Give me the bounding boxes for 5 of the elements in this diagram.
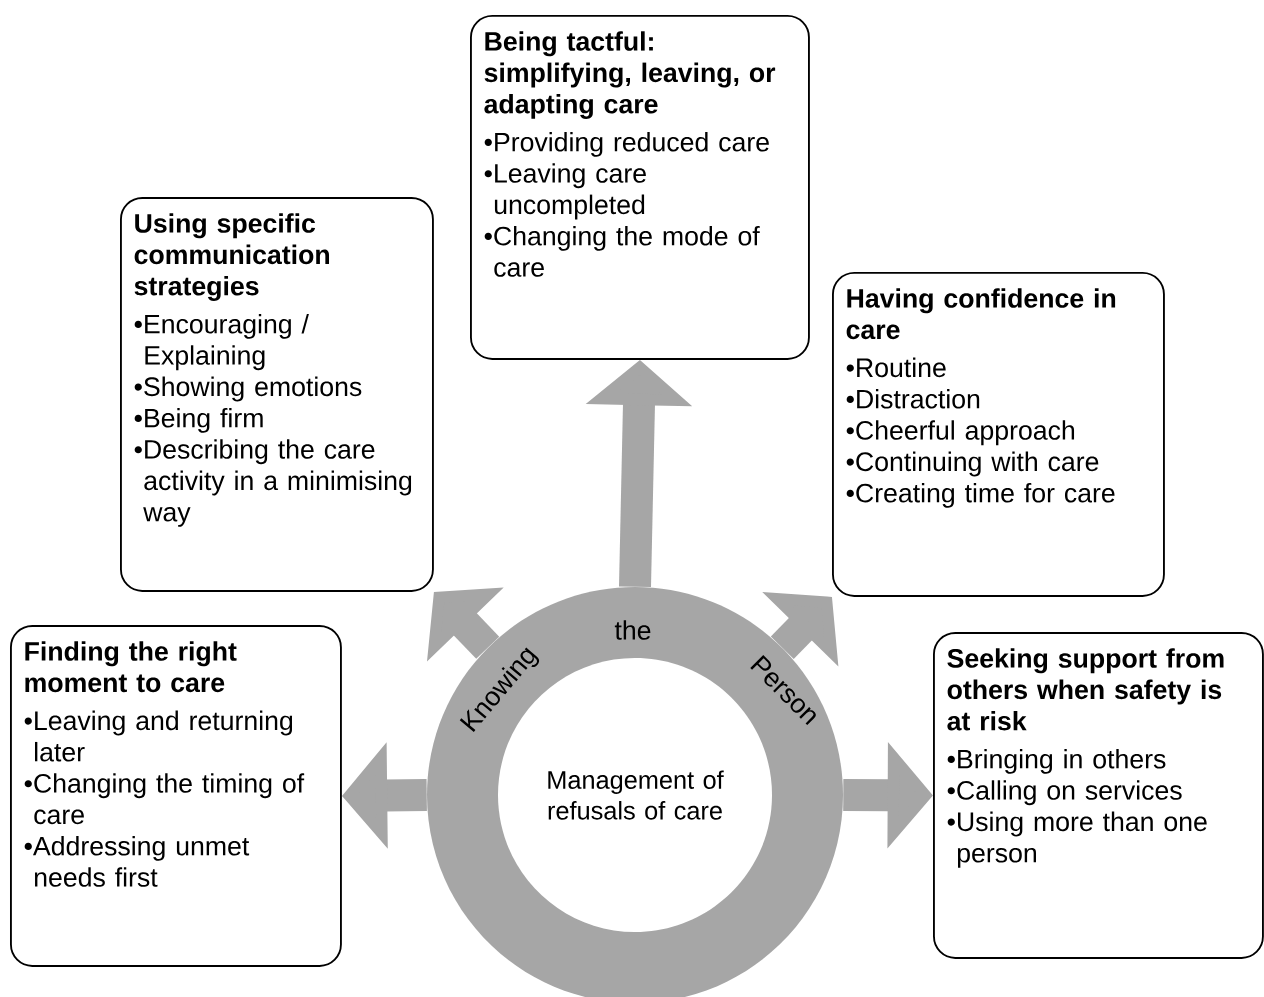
text-box: Using specific communication strategies •Encouraging / Explaining •Showing emotions •Being firm •Describing the care activity in a minimising way	[120, 197, 434, 592]
text-box: Having confidence in care •Routine •Distraction •Cheerful approach •Continuing with care •Creating time for care	[832, 272, 1165, 597]
text-box: Finding the right moment to care •Leaving and returning later •Changing the timing of care •Addressing unmet needs first	[10, 625, 342, 967]
text-box: Seeking support from others when safety is at risk •Bringing in others •Calling on services •Using more than one person	[933, 632, 1264, 959]
text-box: Being tactful: simplifying, leaving, or adapting care •Providing reduced care •Leaving care uncompleted •Changing the mode of care	[470, 15, 810, 360]
